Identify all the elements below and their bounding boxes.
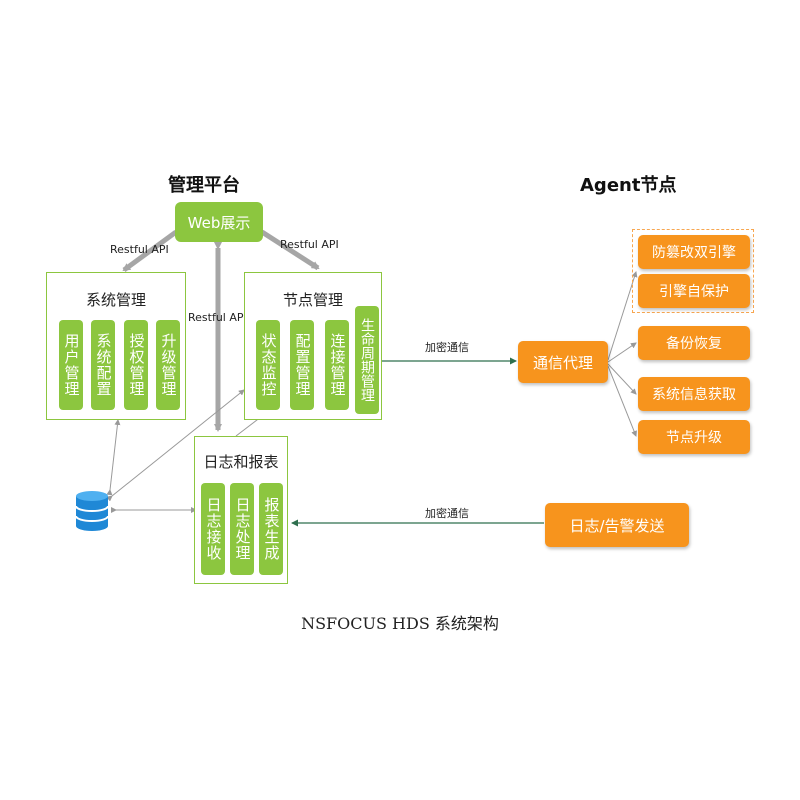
restful-api-label-3: Restful API bbox=[188, 311, 247, 324]
system-config-box: 系统配置 bbox=[91, 320, 115, 410]
config-mgmt-box: 配置管理 bbox=[290, 320, 314, 410]
license-mgmt-box: 授权管理 bbox=[124, 320, 148, 410]
arrow-proxy-f4 bbox=[607, 363, 637, 395]
log-report-title: 日志和报表 bbox=[203, 453, 279, 471]
arrow-proxy-f1 bbox=[607, 271, 638, 361]
database-icon bbox=[75, 491, 109, 531]
log-receive-box: 日志接收 bbox=[201, 483, 225, 575]
upgrade-mgmt-box: 升级管理 bbox=[156, 320, 180, 410]
comm-proxy-box: 通信代理 bbox=[518, 341, 608, 383]
system-mgmt-title: 系统管理 bbox=[85, 291, 146, 309]
web-display-box: Web展示 bbox=[175, 202, 263, 242]
backup-restore-box: 备份恢复 bbox=[638, 326, 750, 360]
figure-caption: NSFOCUS HDS 系统架构 bbox=[301, 614, 499, 633]
anti-tamper-engine-box: 防篡改双引擎 bbox=[638, 235, 750, 269]
log-process-box: 日志处理 bbox=[230, 483, 254, 575]
node-upgrade-box: 节点升级 bbox=[638, 420, 750, 454]
encrypted-comm-label-1: 加密通信 bbox=[425, 341, 469, 354]
user-mgmt-box: 用户管理 bbox=[59, 320, 83, 410]
agent-node-title: Agent节点 bbox=[580, 175, 677, 196]
arrow-web-to-sys bbox=[122, 229, 178, 273]
log-alert-send-box: 日志/告警发送 bbox=[545, 503, 689, 547]
arrow-proxy-f5 bbox=[607, 365, 637, 437]
arrow-db-to-node bbox=[106, 389, 245, 502]
lifecycle-mgmt-box: 生命周期管理 bbox=[355, 306, 379, 414]
engine-dashed-group bbox=[632, 229, 754, 313]
mgmt-platform-title: 管理平台 bbox=[168, 175, 240, 196]
connection-mgmt-box: 连接管理 bbox=[325, 320, 349, 410]
status-monitor-box: 状态监控 bbox=[256, 320, 280, 410]
restful-api-label-1: Restful API bbox=[110, 243, 169, 256]
report-generate-box: 报表生成 bbox=[259, 483, 283, 575]
arrow-db-to-sys bbox=[106, 419, 121, 496]
engine-self-protect-box: 引擎自保护 bbox=[638, 274, 750, 308]
restful-api-label-2: Restful API bbox=[280, 238, 339, 251]
system-info-box: 系统信息获取 bbox=[638, 377, 750, 411]
arrow-web-to-node bbox=[260, 229, 320, 271]
encrypted-comm-label-2: 加密通信 bbox=[425, 507, 469, 520]
node-mgmt-title: 节点管理 bbox=[282, 291, 343, 309]
arrow-proxy-f3 bbox=[607, 342, 637, 363]
